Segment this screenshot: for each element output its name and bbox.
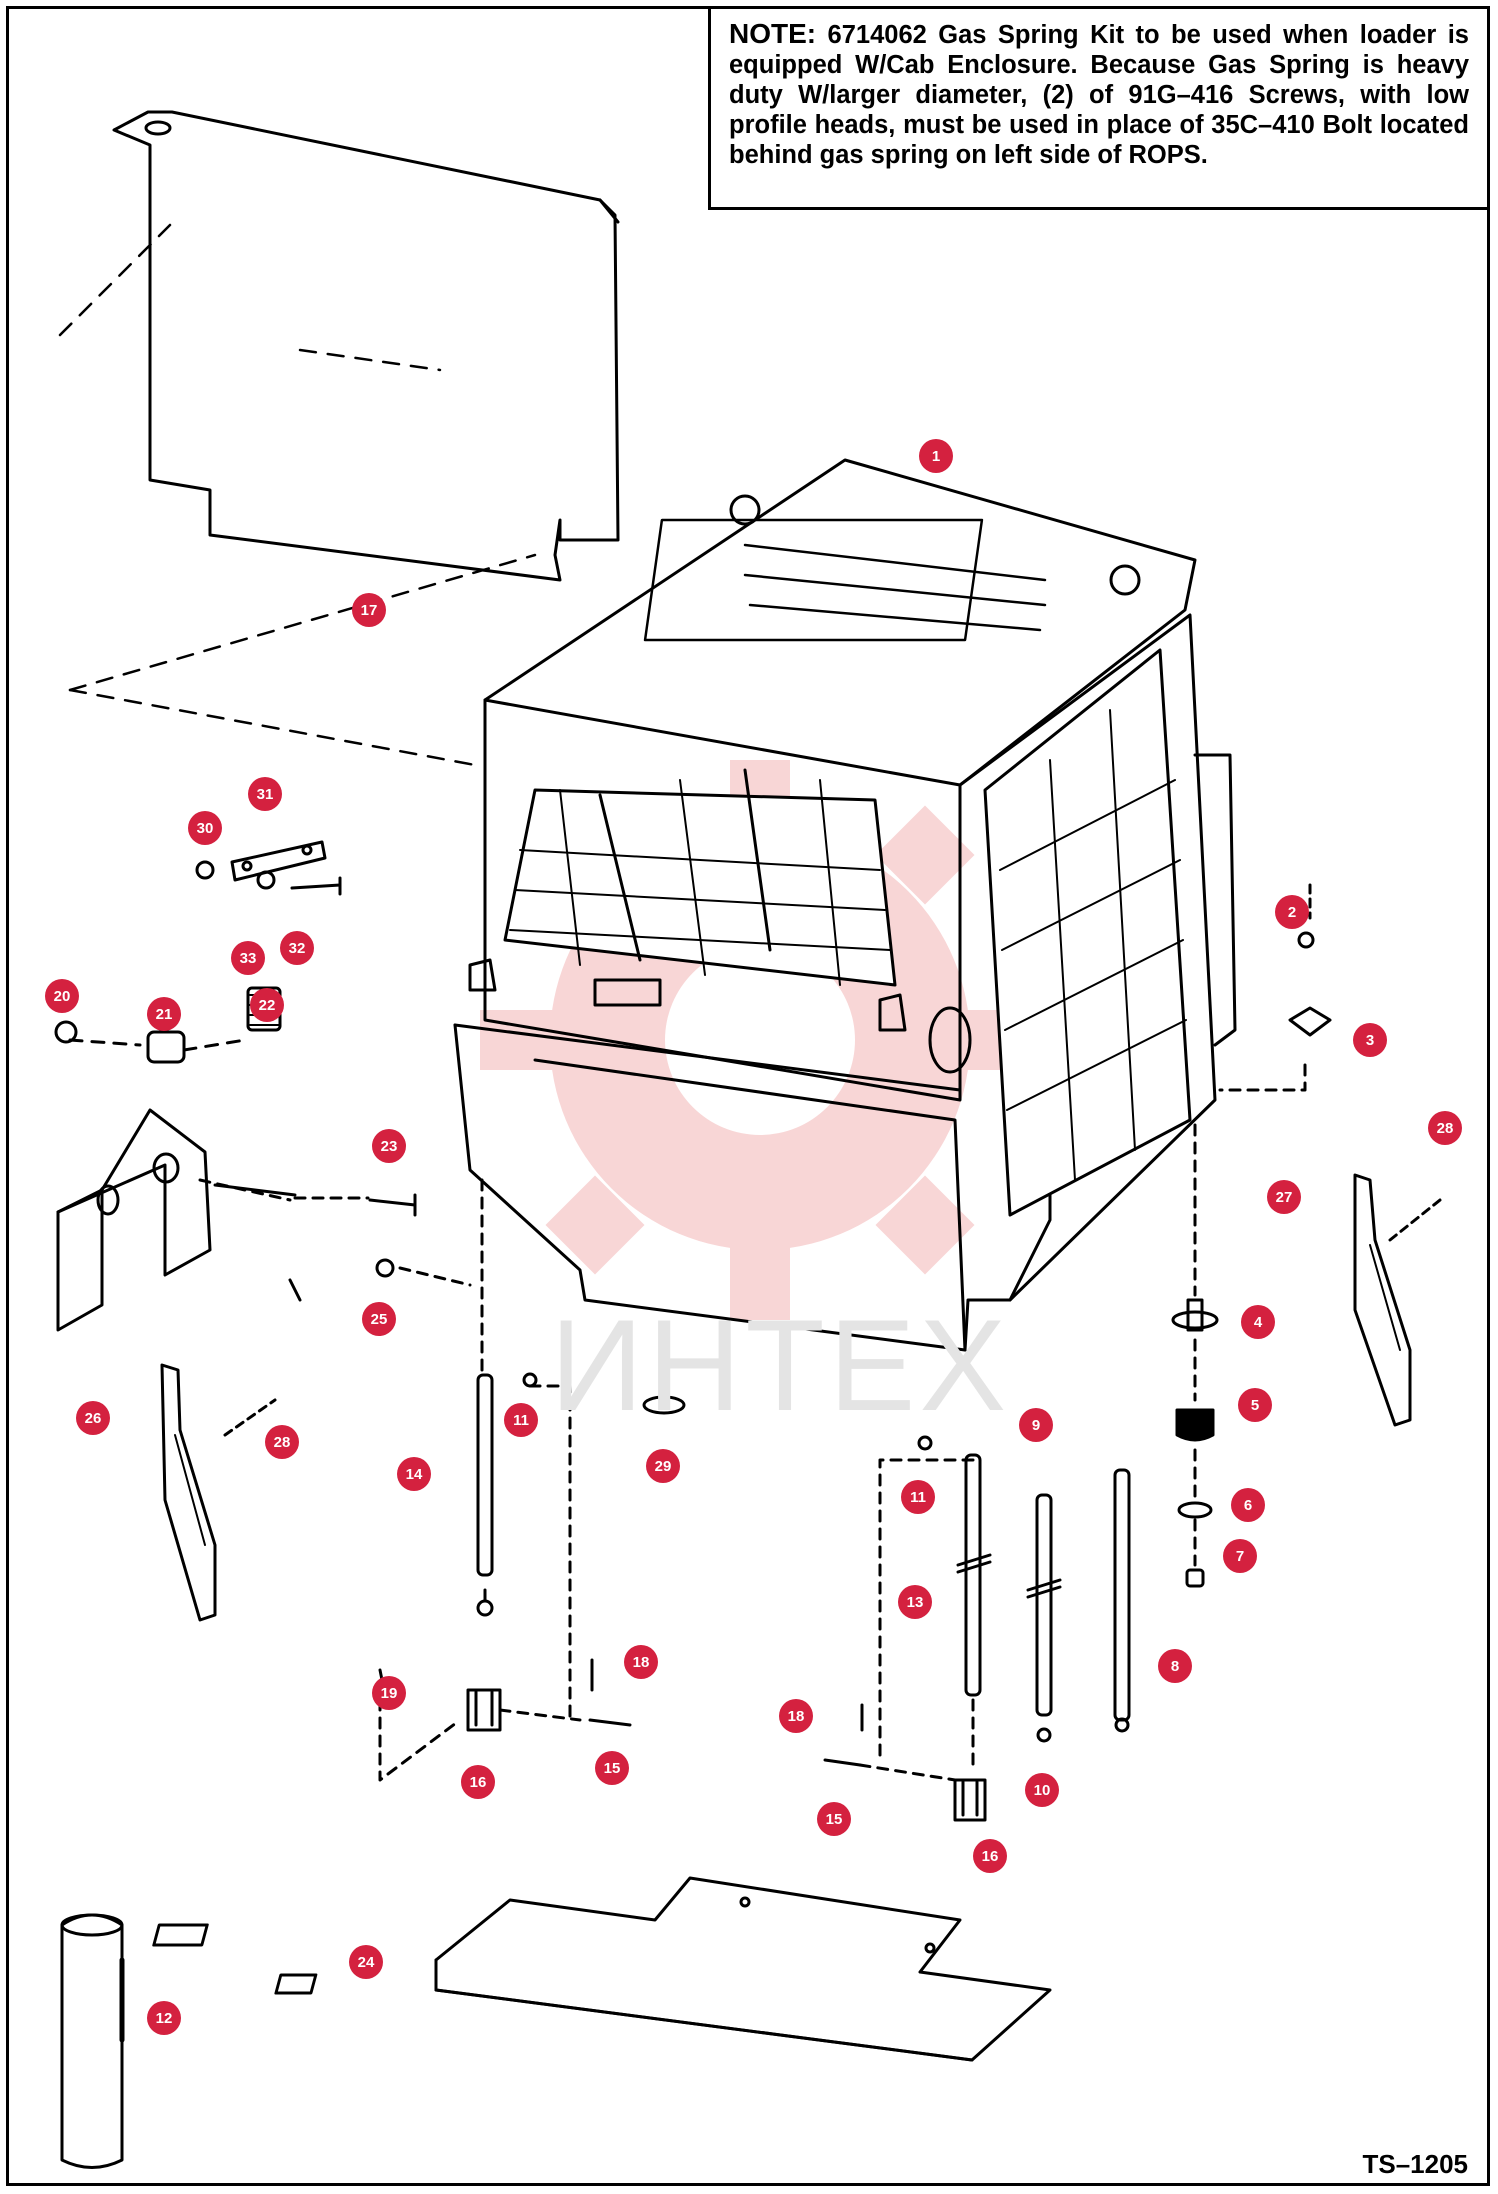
part-11-bushing — [522, 1372, 538, 1388]
callout-29[interactable]: 29 — [646, 1449, 680, 1483]
callout-26[interactable]: 26 — [76, 1401, 110, 1435]
callout-19[interactable]: 19 — [372, 1676, 406, 1710]
callout-28b[interactable]: 28 — [265, 1425, 299, 1459]
callout-16b[interactable]: 16 — [973, 1839, 1007, 1873]
drawing-number: TS–1205 — [1362, 2149, 1468, 2179]
callout-15b[interactable]: 15 — [817, 1802, 851, 1836]
callout-7[interactable]: 7 — [1223, 1539, 1257, 1573]
callout-25[interactable]: 25 — [362, 1302, 396, 1336]
part-25-nut — [375, 1258, 395, 1278]
callout-10[interactable]: 10 — [1025, 1773, 1059, 1807]
part-14-gas-spring — [476, 1178, 572, 1720]
callout-3[interactable]: 3 — [1353, 1023, 1387, 1057]
callout-28a[interactable]: 28 — [1428, 1111, 1462, 1145]
callout-8[interactable]: 8 — [1158, 1649, 1192, 1683]
callout-2[interactable]: 2 — [1275, 895, 1309, 929]
part-26-side-panel — [160, 1363, 277, 1622]
hinge-right — [823, 1703, 987, 1822]
callout-21[interactable]: 21 — [147, 997, 181, 1031]
callout-1[interactable]: 1 — [919, 439, 953, 473]
callout-23[interactable]: 23 — [372, 1129, 406, 1163]
callout-30[interactable]: 30 — [188, 811, 222, 845]
part-24-floor-plate — [152, 1876, 1052, 2062]
hinge-left — [378, 1658, 632, 1782]
callout-31[interactable]: 31 — [248, 777, 282, 811]
part-11-bushing-right — [917, 1435, 933, 1451]
part-23-bolt — [293, 1193, 417, 1217]
part-12-canister — [60, 1913, 125, 2169]
hardware-right-column — [1171, 883, 1332, 1588]
callout-33[interactable]: 33 — [231, 941, 265, 975]
callout-11b[interactable]: 11 — [901, 1480, 935, 1514]
callout-18b[interactable]: 18 — [779, 1699, 813, 1733]
callout-17[interactable]: 17 — [352, 593, 386, 627]
note-text: 6714062 Gas Spring Kit to be used when l… — [729, 21, 1469, 169]
part-17-top-panel — [112, 110, 620, 582]
note-heading: NOTE: — [729, 18, 817, 49]
left-bracket — [56, 1108, 302, 1332]
panel-dashed-guides — [58, 223, 537, 767]
note-box: NOTE: 6714062 Gas Spring Kit to be used … — [708, 6, 1490, 210]
part-29-washer — [642, 1395, 686, 1415]
callout-6[interactable]: 6 — [1231, 1488, 1265, 1522]
callout-9[interactable]: 9 — [1019, 1408, 1053, 1442]
hardware-30-33 — [195, 840, 342, 896]
part-1-cab-enclosure — [453, 458, 1237, 1352]
callout-5[interactable]: 5 — [1238, 1388, 1272, 1422]
callout-20[interactable]: 20 — [45, 979, 79, 1013]
callout-32[interactable]: 32 — [280, 931, 314, 965]
callout-13[interactable]: 13 — [898, 1585, 932, 1619]
callout-4[interactable]: 4 — [1241, 1305, 1275, 1339]
callout-15a[interactable]: 15 — [595, 1751, 629, 1785]
callout-18a[interactable]: 18 — [624, 1645, 658, 1679]
callout-16a[interactable]: 16 — [461, 1765, 495, 1799]
callout-12[interactable]: 12 — [147, 2001, 181, 2035]
rods-8-9-13 — [878, 1453, 1131, 1772]
callout-27[interactable]: 27 — [1267, 1180, 1301, 1214]
part-27-side-panel — [1353, 1173, 1442, 1427]
watermark-text: ИНТЕХ — [550, 1292, 1011, 1438]
callout-14[interactable]: 14 — [397, 1457, 431, 1491]
callout-22[interactable]: 22 — [250, 988, 284, 1022]
callout-24[interactable]: 24 — [349, 1945, 383, 1979]
callout-11a[interactable]: 11 — [504, 1403, 538, 1437]
